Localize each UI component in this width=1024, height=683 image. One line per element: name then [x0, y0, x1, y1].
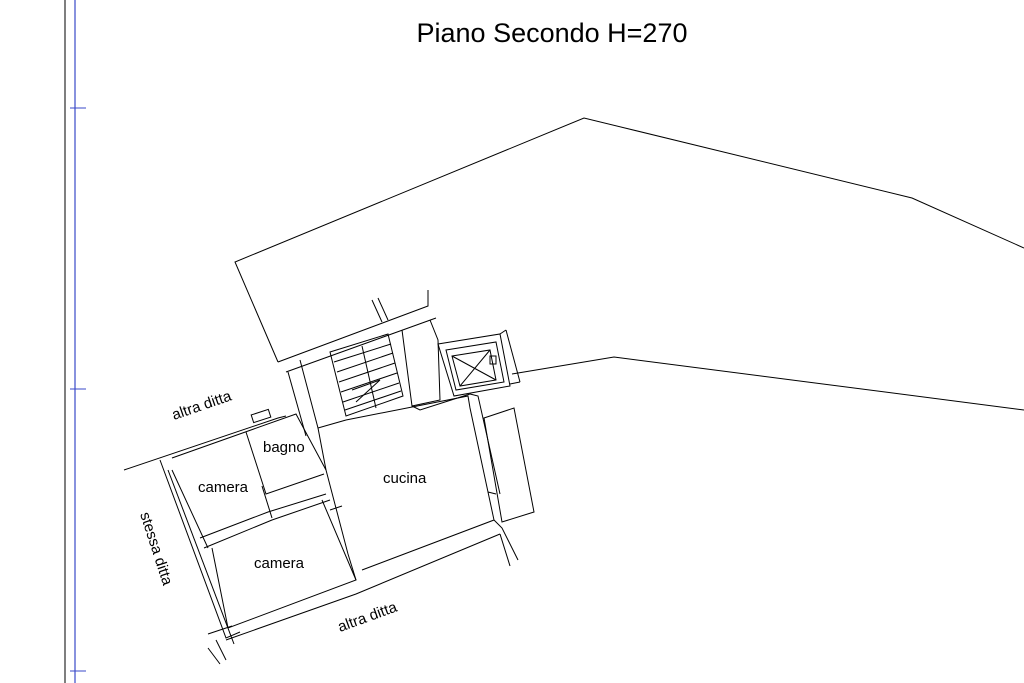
corridor-wall	[277, 290, 429, 363]
neighbor-label-top-left: altra ditta	[170, 387, 234, 423]
left-external-wall	[123, 415, 287, 471]
elevator-shaft	[437, 329, 521, 397]
corridor-wall	[285, 317, 437, 373]
balcony	[483, 407, 535, 523]
bottom-external-wall	[207, 625, 233, 635]
bedroom1-wall	[171, 469, 209, 549]
neighbor-label-bottom: altra ditta	[336, 598, 400, 635]
room-label-bagno: bagno	[263, 439, 305, 456]
room-label-cucina: cucina	[383, 470, 427, 487]
bath-wall	[171, 413, 327, 471]
outer-boundary	[234, 117, 1024, 363]
outer-boundary-lower	[511, 356, 1024, 411]
room-label-camera-1: camera	[198, 479, 249, 496]
room-label-camera-2: camera	[254, 555, 305, 572]
bedroom2-wall	[211, 499, 357, 629]
neighbor-label-left: stessa ditta	[136, 510, 176, 588]
drawing-title: Piano Secondo H=270	[416, 18, 688, 48]
staircase	[329, 333, 404, 417]
stair-wall	[299, 359, 347, 429]
left-ruler	[64, 0, 86, 683]
kitchen-wall	[317, 427, 357, 581]
